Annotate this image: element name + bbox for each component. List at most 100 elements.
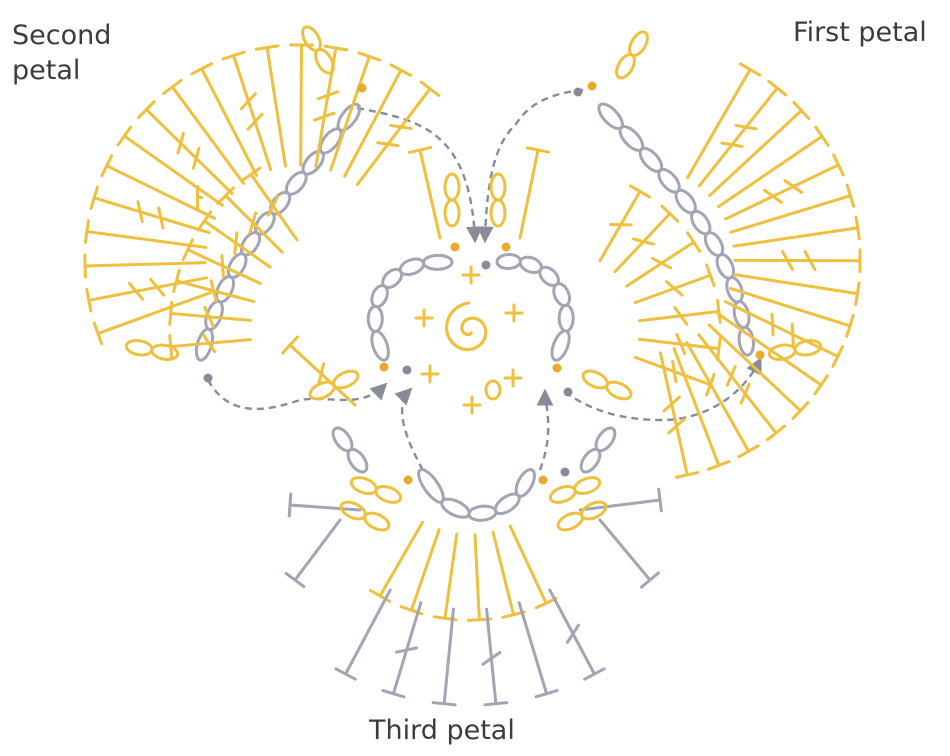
- stitch-post: [550, 590, 595, 674]
- chain-oval: [551, 281, 573, 308]
- stitch-cap: [485, 703, 507, 705]
- stitch-cap: [286, 573, 304, 586]
- stitch-post: [510, 526, 546, 603]
- second-petal-label: Second petal: [12, 18, 111, 88]
- chain-loop: [445, 174, 459, 226]
- chain-oval: [344, 446, 370, 475]
- chain-loop: [768, 339, 822, 362]
- stitch: [291, 45, 313, 165]
- chain: [497, 254, 574, 363]
- slip-stitch-dot: [404, 476, 413, 485]
- stitch-post: [98, 292, 211, 333]
- slip-stitch-dot: [502, 243, 511, 252]
- chain-loop: [613, 29, 651, 81]
- chain-oval: [369, 329, 392, 362]
- stitch-cap: [718, 300, 721, 322]
- stitch-cap: [740, 64, 759, 75]
- chain-oval: [491, 174, 505, 200]
- stitch-post: [346, 590, 391, 674]
- stitch: [434, 534, 457, 620]
- slip-stitch-dot: [588, 82, 597, 91]
- stitch-cap: [336, 669, 355, 679]
- stitch-post: [87, 232, 206, 248]
- stitch-post: [202, 69, 257, 176]
- chain-oval: [592, 425, 618, 454]
- single-crochet: [422, 366, 438, 382]
- slip-stitch-dot: [380, 363, 389, 372]
- slip-stitch-dot: [403, 366, 412, 375]
- stitch-post: [600, 520, 650, 580]
- slip-stitch-dot: [574, 88, 583, 97]
- stitch-cap: [585, 669, 604, 679]
- single-crochet: [464, 397, 480, 413]
- chain-oval: [368, 306, 382, 331]
- stitch: [409, 148, 440, 238]
- magic-ring-spiral: [447, 303, 486, 350]
- stitch: [639, 300, 720, 324]
- stitch-cap: [192, 64, 212, 74]
- chain-oval: [439, 495, 472, 521]
- stitch-post: [411, 530, 439, 610]
- stitch: [94, 292, 211, 343]
- join-arrow: [208, 380, 385, 409]
- chain-oval: [604, 379, 633, 403]
- stitch-post: [94, 198, 209, 233]
- stitch: [519, 603, 557, 697]
- join-arrow: [402, 390, 423, 470]
- chain-loop: [349, 475, 403, 506]
- stitch-bar: [222, 256, 223, 277]
- first-petal-label: First petal: [793, 14, 927, 51]
- stitch: [223, 52, 271, 170]
- stitch: [336, 590, 390, 679]
- stitch-post: [445, 534, 457, 618]
- stitch-cap: [164, 80, 182, 93]
- chain-oval: [579, 499, 608, 523]
- stitch-bar: [378, 143, 398, 146]
- chain-stitches: [193, 100, 755, 521]
- stitch-cap: [815, 376, 827, 394]
- chain-oval: [349, 475, 378, 497]
- stitch: [635, 265, 714, 303]
- join-arrow: [540, 392, 548, 470]
- slip-stitch-dot: [553, 364, 562, 373]
- stitch-post: [734, 275, 858, 294]
- join-connectors: [208, 90, 760, 470]
- stitch-cap: [856, 283, 859, 305]
- stitch-cap: [118, 127, 131, 145]
- slip-stitch-dot: [358, 84, 367, 93]
- stitch: [635, 357, 714, 395]
- third-petal-label: Third petal: [369, 712, 515, 749]
- chain-oval: [468, 505, 497, 522]
- slip-stitch-dot: [539, 476, 548, 485]
- stitch-post: [357, 89, 430, 185]
- stitch-bar: [397, 648, 417, 652]
- stitch-bar: [792, 324, 793, 345]
- single-crochet: [416, 310, 432, 326]
- stitch: [289, 494, 360, 516]
- stitch: [91, 187, 209, 232]
- chain-loop: [329, 425, 370, 476]
- stitch-cap: [256, 46, 278, 49]
- chain-loop: [338, 499, 391, 534]
- stitch-post: [519, 603, 546, 694]
- stitch-bar: [722, 143, 742, 146]
- stitch: [164, 80, 244, 183]
- stitch-post: [380, 522, 423, 596]
- stitch-post: [290, 505, 360, 510]
- stitch: [170, 335, 251, 358]
- stitch-cap: [85, 255, 86, 277]
- chain: [368, 255, 452, 362]
- stitch-cap: [630, 186, 649, 197]
- stitch-cap: [816, 127, 828, 145]
- stitch-post: [267, 48, 285, 167]
- stitch: [639, 335, 720, 360]
- stitch-post: [734, 228, 858, 246]
- stitch-cap: [659, 489, 662, 511]
- chain-oval: [738, 327, 755, 356]
- stitch-bar: [772, 314, 773, 335]
- second-petal-label-line1: Second: [12, 18, 111, 53]
- chain-oval: [312, 47, 337, 77]
- stitch: [734, 275, 859, 305]
- chain-oval: [491, 200, 505, 226]
- stitch-cap: [856, 217, 859, 239]
